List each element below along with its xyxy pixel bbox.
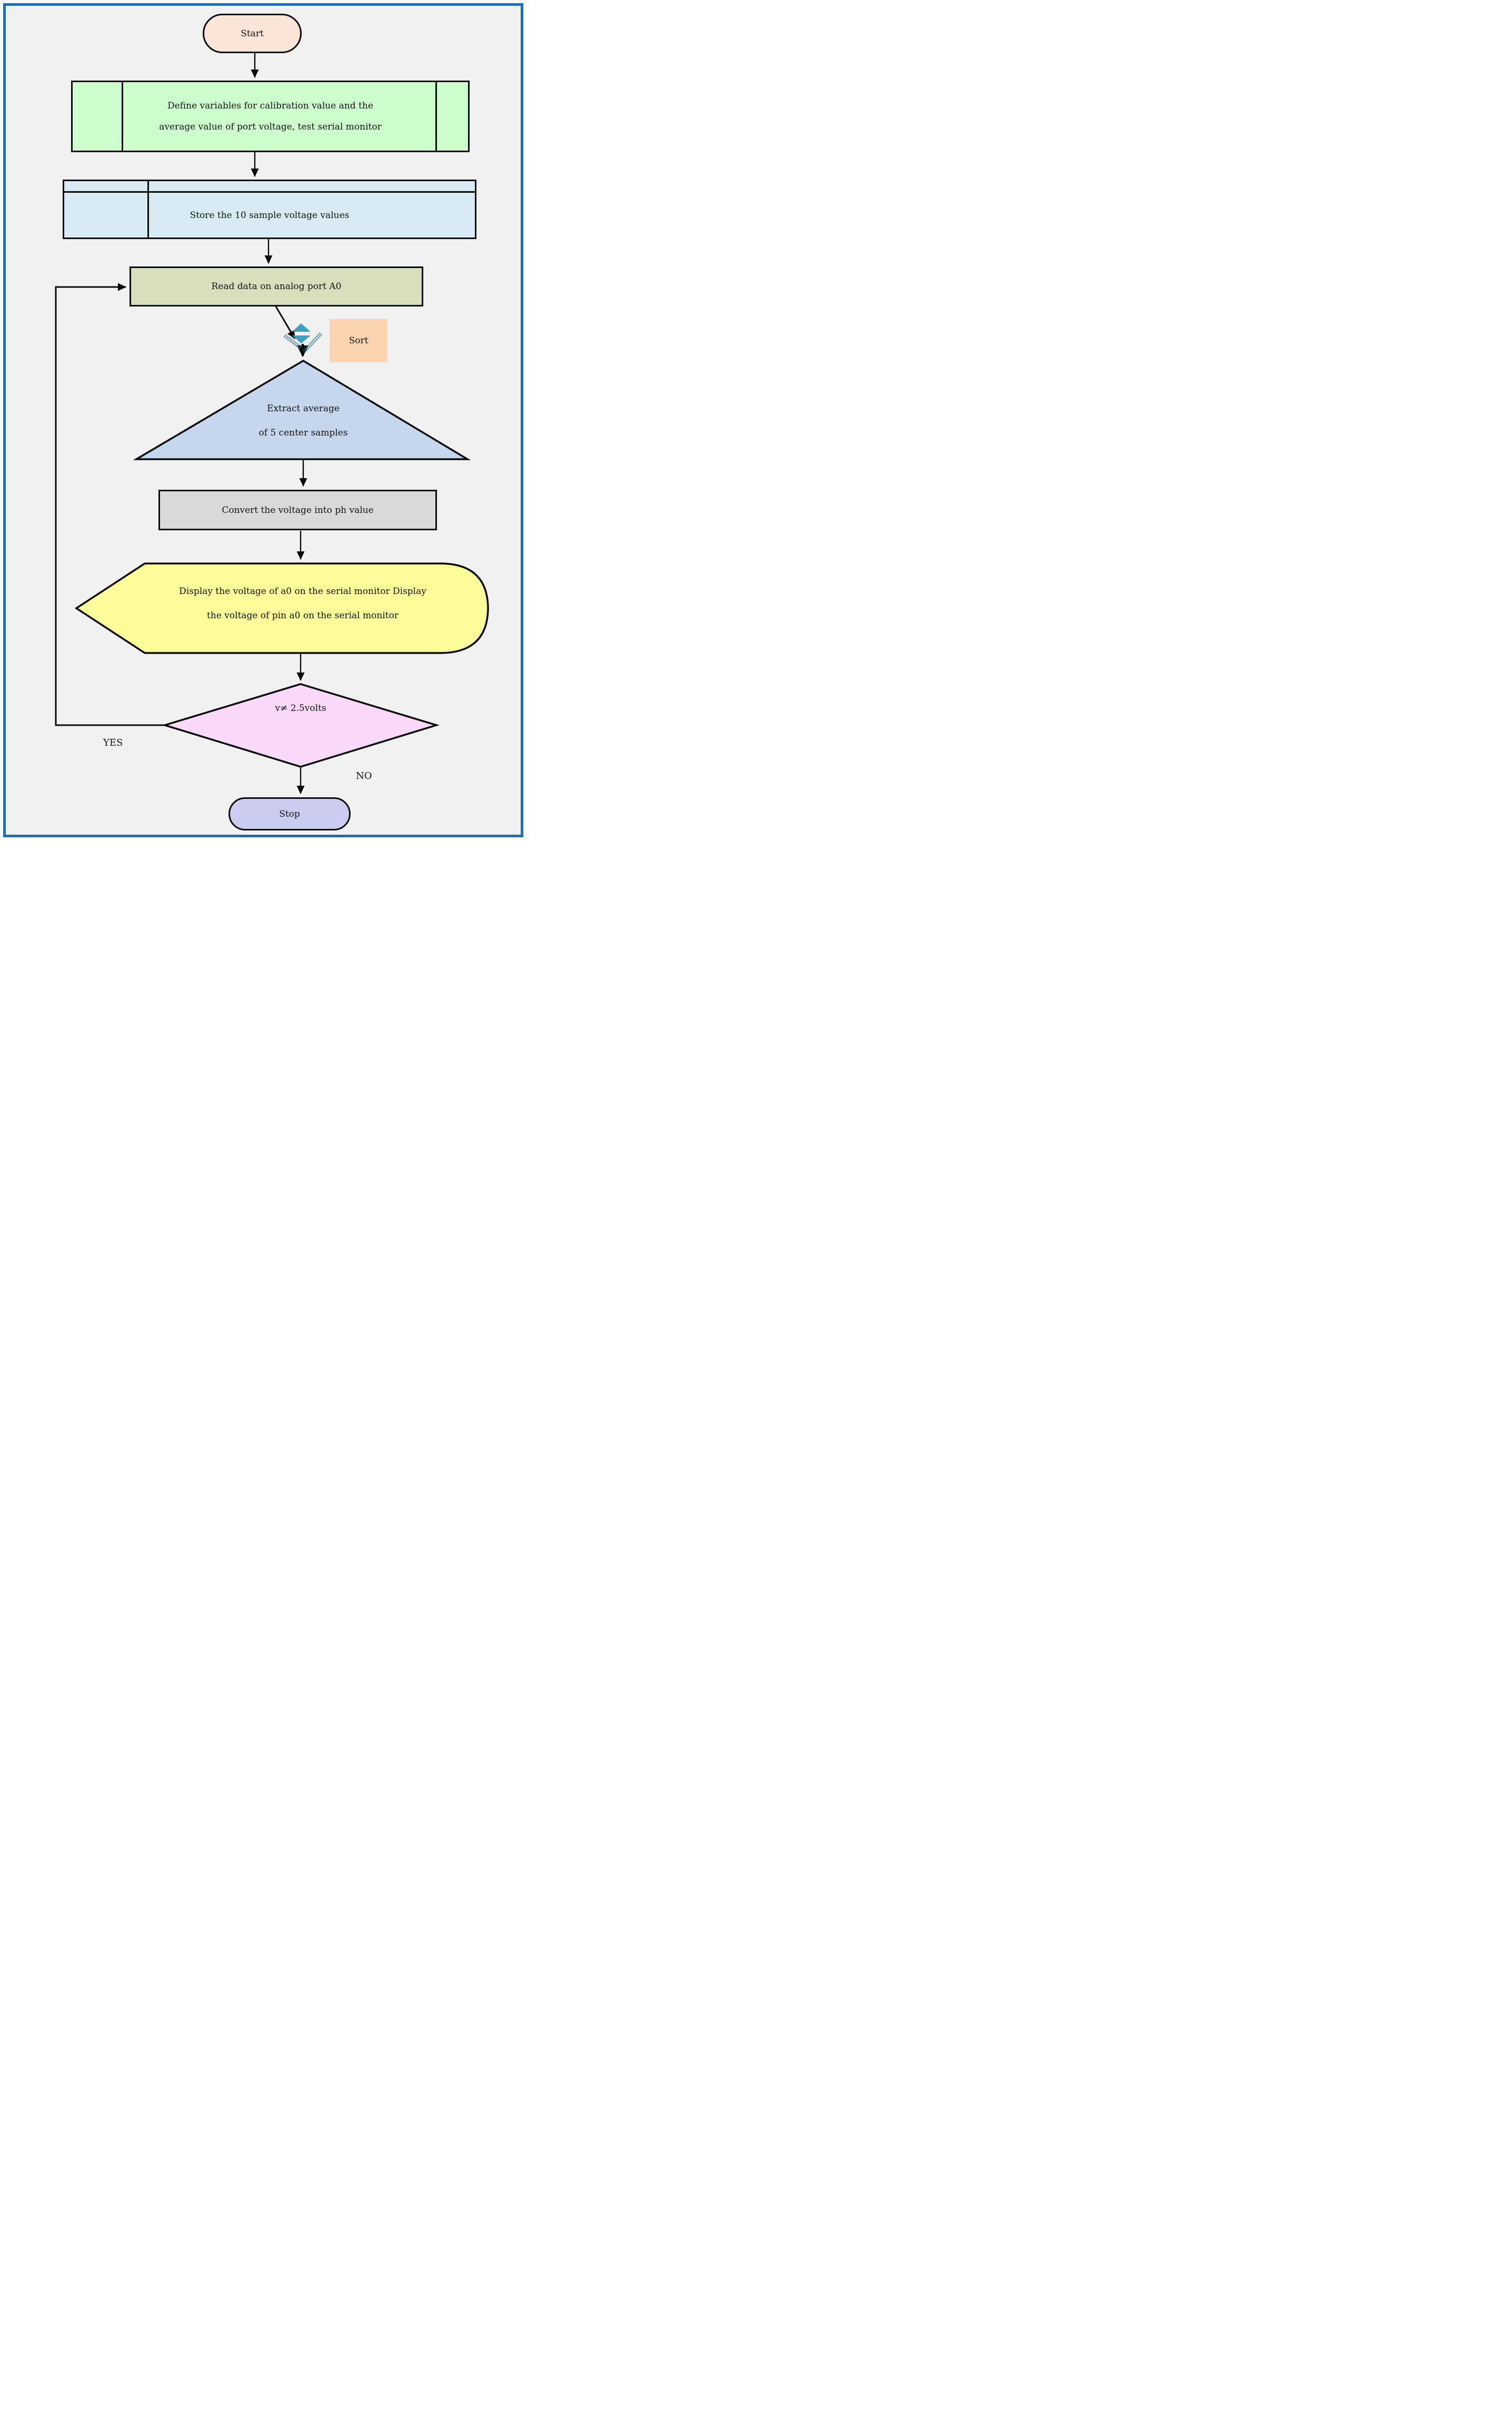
internal-storage-left-bar — [147, 181, 149, 238]
edge-loop-yes — [55, 283, 165, 726]
read-data-node: Read data on analog port A0 — [130, 266, 423, 306]
predefined-left-bar — [122, 82, 123, 151]
display-shape — [74, 562, 489, 654]
triangle-extract-average — [133, 359, 471, 460]
store-label: Store the 10 sample voltage values — [190, 210, 350, 221]
define-variables-node: Define variables for calibration value a… — [71, 81, 470, 152]
sort-label: Sort — [349, 335, 369, 346]
define-line2: average value of port voltage, test seri… — [159, 122, 382, 132]
convert-voltage-node: Convert the voltage into ph value — [158, 490, 437, 530]
no-branch-label: NO — [356, 770, 372, 781]
start-label: Start — [241, 28, 264, 39]
decision-label: v≠ 2.5volts — [275, 703, 326, 714]
decision-text: v≠ 2.5volts — [222, 703, 380, 714]
start-node: Start — [203, 14, 302, 53]
internal-storage-top-bar — [64, 191, 475, 193]
display-line2: the voltage of pin a0 on the serial moni… — [207, 610, 399, 621]
define-line1: Define variables for calibration value a… — [167, 101, 373, 111]
read-label: Read data on analog port A0 — [211, 281, 342, 292]
stop-node: Stop — [228, 797, 351, 830]
predefined-right-bar — [435, 82, 437, 151]
decision-diamond — [161, 683, 440, 768]
display-line1: Display the voltage of a0 on the serial … — [179, 586, 426, 597]
sort-note-node: Sort — [330, 319, 387, 362]
yes-branch-label: YES — [103, 737, 123, 748]
sort-collate-up-icon — [292, 323, 311, 332]
display-voltage-text: Display the voltage of a0 on the serial … — [95, 586, 511, 621]
extract-line2: of 5 center samples — [258, 428, 348, 438]
store-samples-node: Store the 10 sample voltage values — [63, 180, 476, 239]
extract-line1: Extract average — [267, 403, 340, 414]
shapes-and-connectors — [55, 53, 489, 794]
flowchart-page: Start Define variables for calibration v… — [0, 0, 526, 840]
extract-average-text: Extract average of 5 center samples — [198, 403, 409, 439]
stop-label: Stop — [279, 808, 300, 819]
edge-read-sort — [275, 306, 296, 339]
convert-label: Convert the voltage into ph value — [222, 504, 374, 516]
sort-collate-down-icon — [292, 335, 311, 343]
